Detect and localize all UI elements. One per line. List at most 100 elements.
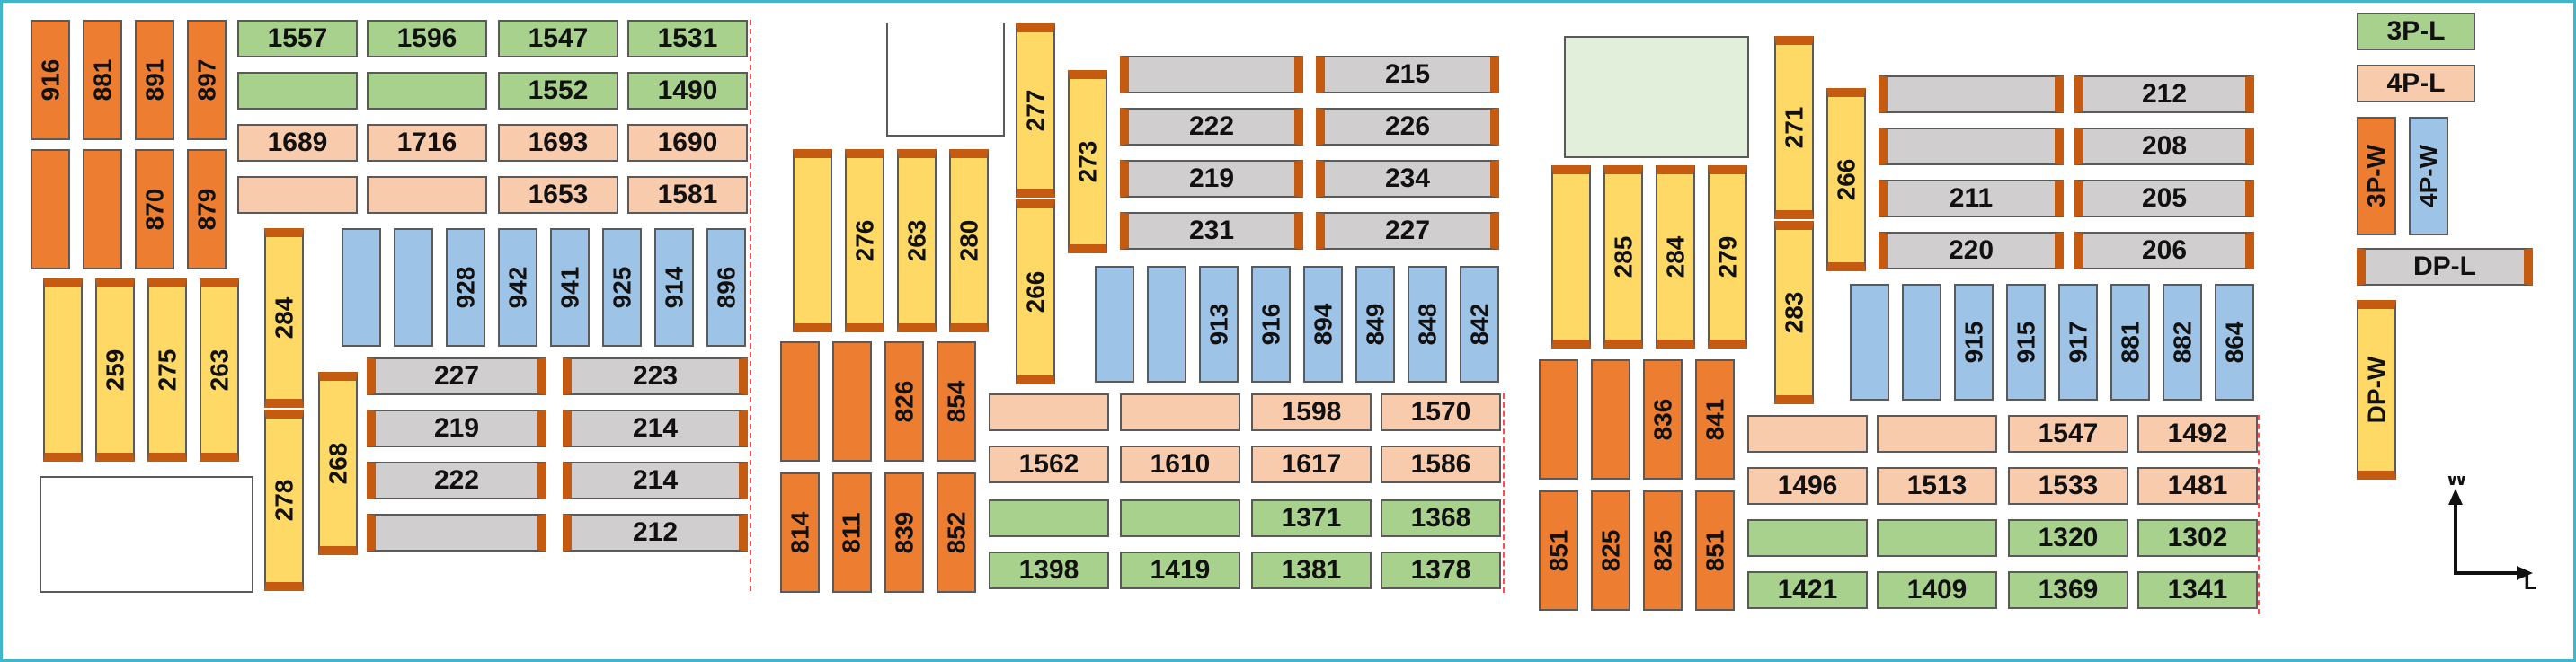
- bed-3p-l-label: 1371: [1281, 503, 1342, 533]
- bed-4p-l-label: 1690: [657, 128, 718, 157]
- bed-dp-w: 268: [318, 372, 358, 555]
- bed-dp-w-label: 263: [902, 219, 930, 262]
- bed-3p-w-label: 881: [88, 58, 116, 102]
- bed-4p-l: 1496: [1747, 467, 1868, 505]
- bed-3p-w-label: 836: [1648, 398, 1676, 441]
- bed-dp-l-label: 212: [2141, 79, 2188, 109]
- legend-4p-w-label: 4P-W: [2414, 145, 2442, 207]
- bed-4p-w: 942: [498, 228, 537, 347]
- bed-4p-w: 925: [602, 228, 642, 347]
- bed-dp-l: 214: [563, 410, 748, 447]
- bed-dp-w-label: 266: [1832, 158, 1860, 201]
- bed-4p-w-label: 941: [555, 266, 583, 309]
- bed-3p-l: [989, 499, 1109, 537]
- bed-dp-w-label: 268: [324, 442, 351, 485]
- bed-dp-l-label: 227: [1384, 216, 1431, 245]
- bed-3p-w: 879: [187, 149, 227, 269]
- orientation-compass: W L: [2447, 476, 2536, 593]
- bed-3p-w: 825: [1643, 490, 1683, 611]
- bed-3p-l: 1398: [989, 552, 1109, 589]
- bed-dp-w: [43, 278, 83, 462]
- bed-3p-w-label: 851: [1701, 529, 1728, 572]
- bed-dp-w: 263: [200, 278, 239, 462]
- bed-3p-w: 916: [31, 20, 70, 140]
- bed-3p-w-label: 891: [140, 58, 168, 102]
- bed-4p-l: [1877, 415, 1997, 453]
- bed-dp-w-label: 276: [850, 219, 878, 262]
- bed-dp-l: 219: [367, 410, 546, 447]
- bed-4p-l-label: 1581: [657, 180, 718, 209]
- legend-dp-l: DP-L: [2357, 248, 2533, 286]
- bed-4p-w: 882: [2163, 284, 2202, 401]
- bed-4p-l: 1562: [989, 446, 1109, 483]
- bed-3p-l: 1552: [498, 72, 618, 110]
- bed-dp-w-label: 280: [955, 219, 982, 262]
- bed-4p-l: 1689: [237, 124, 358, 162]
- bed-dp-w-label: 259: [101, 349, 129, 392]
- legend-3p-w-label: 3P-W: [2362, 145, 2390, 207]
- bed-dp-l: 212: [2074, 75, 2254, 113]
- bed-dp-l-label: 214: [632, 465, 679, 495]
- bed-dp-w-label: 283: [1780, 291, 1808, 334]
- boundary-dashed-line: [750, 20, 751, 591]
- bed-4p-w: 915: [1954, 284, 1994, 401]
- bed-dp-w: 284: [264, 228, 304, 408]
- bed-4p-w: [394, 228, 433, 347]
- bed-3p-w-label: 825: [1648, 529, 1676, 572]
- bed-3p-l: 1490: [627, 72, 748, 110]
- bed-3p-w: 811: [832, 472, 872, 593]
- legend-4p-w: 4P-W: [2409, 117, 2448, 235]
- legend-dp-l-label: DP-L: [2413, 252, 2476, 281]
- bed-dp-l: 219: [1120, 160, 1303, 198]
- bed-3p-w: 825: [1591, 490, 1630, 611]
- bed-4p-l-label: 1693: [528, 128, 589, 157]
- bed-4p-l: [1120, 393, 1240, 431]
- bed-dp-l: [1879, 128, 2064, 165]
- bed-dp-w-label: 278: [270, 479, 298, 522]
- bed-dp-w: 266: [1826, 88, 1866, 271]
- bed-4p-w: 894: [1303, 266, 1343, 383]
- compass-l-arrowhead: [2517, 566, 2533, 580]
- bed-3p-l: 1557: [237, 20, 358, 57]
- bed-dp-l: 226: [1316, 108, 1499, 146]
- bed-3p-l: [1120, 499, 1240, 537]
- bed-4p-l: 1570: [1381, 393, 1501, 431]
- compass-l-label: L: [2524, 570, 2536, 593]
- bed-dp-l-label: 222: [1188, 111, 1235, 141]
- bed-3p-l: 1409: [1877, 571, 1997, 609]
- bed-3p-w: 839: [884, 472, 924, 593]
- bed-dp-w-label: 277: [1021, 89, 1049, 132]
- empty-plot: [886, 23, 1005, 137]
- legend-4p-l-label: 4P-L: [2386, 68, 2446, 98]
- bed-4p-w-label: 913: [1204, 303, 1232, 346]
- bed-3p-w: 851: [1695, 490, 1735, 611]
- bed-4p-l: [237, 176, 358, 214]
- bed-4p-l: 1533: [2008, 467, 2128, 505]
- legend-3p-w: 3P-W: [2357, 117, 2396, 235]
- bed-dp-w-label: 284: [1661, 235, 1689, 278]
- bed-3p-w-label: 870: [140, 188, 168, 231]
- bed-4p-w: 881: [2110, 284, 2150, 401]
- bed-dp-l-label: 205: [2141, 183, 2188, 213]
- bed-4p-l-label: 1598: [1281, 397, 1342, 427]
- bed-4p-l-label: 1533: [2038, 471, 2099, 500]
- bed-dp-w: 280: [949, 149, 989, 332]
- bed-4p-l-label: 1492: [2167, 419, 2228, 448]
- compass-w-label: W: [2447, 476, 2467, 490]
- bed-4p-w-label: 915: [2012, 321, 2039, 364]
- bed-3p-w: 852: [937, 472, 976, 593]
- bed-3p-w-label: 826: [890, 380, 918, 423]
- bed-4p-w-label: 928: [451, 266, 479, 309]
- bed-dp-l: [1120, 56, 1303, 93]
- bed-4p-l: 1586: [1381, 446, 1501, 483]
- bed-4p-l-label: 1481: [2167, 471, 2228, 500]
- bed-4p-l-label: 1586: [1410, 449, 1471, 479]
- bed-dp-l: 222: [367, 462, 546, 499]
- bed-3p-l-label: 1547: [528, 23, 589, 53]
- bed-4p-w-label: 842: [1465, 303, 1493, 346]
- bed-dp-w-label: 273: [1073, 140, 1101, 183]
- bed-3p-l: 1531: [627, 20, 748, 57]
- bed-4p-w-label: 881: [2116, 321, 2144, 364]
- legend-dp-w: DP-W: [2357, 300, 2396, 480]
- legend-dp-w-label: DP-W: [2362, 356, 2390, 424]
